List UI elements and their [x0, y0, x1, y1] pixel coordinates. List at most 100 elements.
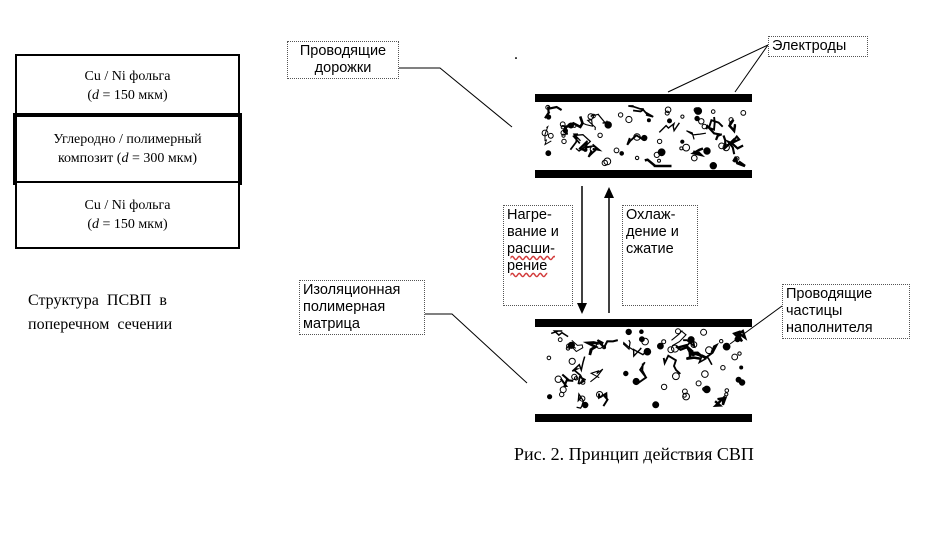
filler-particle [545, 150, 552, 157]
filler-particle [661, 339, 667, 345]
filler-particle [657, 342, 664, 350]
filler-particle [568, 122, 574, 129]
filler-particle [710, 109, 716, 114]
polymer-chain [705, 124, 723, 141]
filler-particle [731, 353, 739, 361]
filler-particle [545, 104, 551, 110]
polymer-chain [559, 373, 574, 387]
filler-particle [722, 342, 731, 351]
filler-particle [561, 138, 567, 145]
figure-caption: Рис. 2. Принцип действия СВП [514, 444, 754, 464]
cooling-line-1: Охлаж- [626, 207, 676, 223]
filler-particle [737, 351, 742, 356]
electrode-bottom-lower [535, 414, 752, 422]
filler-particle [619, 151, 625, 156]
filler-particle [639, 336, 645, 343]
electrode-bottom-upper [535, 319, 752, 327]
filler-particle [632, 377, 640, 386]
filler-particle [567, 341, 576, 349]
filler-particle [565, 346, 571, 351]
arrow-down-heating [577, 186, 587, 314]
polymer-chain [686, 130, 706, 140]
polymer-chain [578, 139, 593, 152]
label-electrodes: Электроды [768, 36, 868, 57]
polymer-chain [671, 330, 687, 347]
filler-particle [667, 118, 672, 124]
filler-particle [718, 142, 725, 150]
filler-particle [560, 130, 567, 136]
leader-conductive-tracks [392, 67, 513, 128]
polymer-chain [589, 368, 604, 383]
label-conductive-particles: Проводящие частицы наполнителя [782, 284, 910, 339]
filler-particle [722, 143, 730, 152]
filler-particle [720, 365, 726, 371]
filler-particle [702, 387, 707, 392]
filler-particle [719, 339, 724, 344]
filler-particle [613, 147, 620, 154]
filler-particle [591, 113, 596, 119]
filler-particle [568, 357, 576, 365]
polymer-chain [644, 158, 672, 168]
polymer-chain [573, 134, 592, 152]
filler-particle [739, 365, 744, 370]
layer-composite: Углеродно / полимерный композит (d = 300… [13, 113, 242, 185]
filler-particle [698, 118, 705, 125]
filler-particle [547, 394, 553, 400]
polymer-chain [628, 105, 644, 110]
polymer-chain [732, 329, 748, 343]
filler-particle [583, 147, 588, 152]
filler-particle [573, 376, 579, 381]
filler-particle [687, 336, 695, 344]
polymer-chain [678, 343, 702, 361]
filler-particle [603, 157, 612, 166]
filler-particle [617, 112, 624, 118]
filler-particle [682, 143, 691, 152]
leader-insulating-matrix [416, 313, 528, 384]
heating-line-3: расши- [507, 241, 555, 257]
filler-particle [633, 133, 641, 141]
filler-particle [625, 328, 632, 336]
filler-particle [561, 133, 566, 138]
filler-particle [694, 107, 703, 115]
polymer-chain [596, 339, 619, 349]
filler-particle [705, 346, 713, 355]
filler-particle [680, 139, 685, 144]
composite-texture-top [541, 104, 747, 170]
electrode-top-lower [535, 170, 752, 178]
label-conductive-tracks: Проводящие дорожки [287, 41, 399, 79]
polymer-chain [571, 356, 586, 373]
polymer-chain [732, 155, 746, 168]
polymer-chain [632, 347, 650, 358]
stray-dot: . [514, 46, 518, 63]
leader-electrodes-2 [734, 44, 769, 93]
composite-texture-bottom [546, 328, 748, 409]
polymer-chain [581, 119, 596, 131]
layer-top-thickness: (d = 150 мкм) [87, 88, 168, 103]
filler-particle [657, 158, 661, 163]
polymer-chain [582, 341, 600, 356]
cooling-line-2: дение и [626, 224, 679, 240]
filler-particle [582, 401, 589, 409]
filler-particle [643, 347, 652, 356]
leader-electrodes-1 [667, 44, 769, 93]
label-insulating-matrix: Изоляционная полимерная матрица [299, 280, 425, 335]
filler-particle [554, 375, 562, 383]
electrode-top-upper [535, 94, 752, 102]
polymer-chain [638, 361, 648, 384]
filler-particle [664, 110, 670, 116]
filler-particle [625, 115, 633, 124]
layer-foil-bottom: Cu / Ni фольга (d = 150 мкм) [15, 183, 240, 249]
polymer-chain [690, 342, 719, 359]
polymer-chain [707, 116, 724, 132]
filler-particle [634, 155, 640, 161]
filler-particle [639, 329, 644, 335]
polymer-chain [569, 133, 581, 151]
filler-particle [675, 328, 681, 335]
filler-particle [541, 129, 549, 137]
polymer-chain [598, 391, 609, 407]
filler-particle [646, 118, 651, 123]
filler-particle [596, 391, 604, 399]
polymer-chain [544, 105, 563, 119]
layer-foil-top: Cu / Ni фольга (d = 150 мкм) [15, 54, 240, 116]
filler-particle [559, 121, 566, 128]
